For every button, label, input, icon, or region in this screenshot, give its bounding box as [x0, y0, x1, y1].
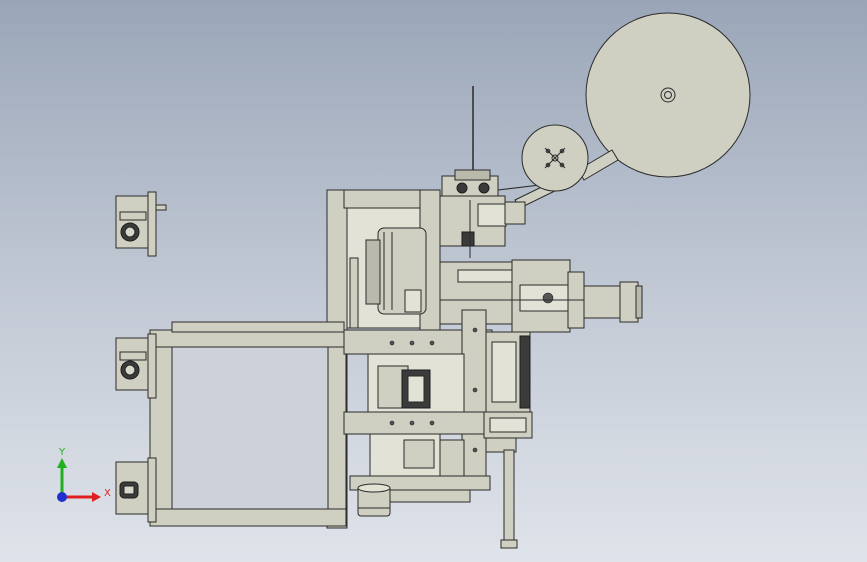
caster-bottom[interactable]	[115, 457, 157, 523]
large-reel[interactable]	[585, 12, 751, 178]
central-mechanism[interactable]	[343, 309, 493, 503]
caster-top[interactable]	[115, 191, 167, 257]
side-plate[interactable]	[483, 331, 533, 453]
canister[interactable]	[357, 483, 391, 517]
x-axis-label: X	[104, 488, 111, 499]
caster-middle[interactable]	[115, 333, 157, 399]
y-axis-label: Y	[58, 447, 66, 458]
square-frame[interactable]	[149, 321, 347, 527]
feeder-head[interactable]	[439, 169, 526, 258]
drum-motor[interactable]	[349, 227, 427, 329]
output-rod[interactable]	[500, 449, 518, 549]
coordinate-triad: X Y	[57, 447, 111, 502]
small-reel[interactable]	[521, 124, 589, 192]
